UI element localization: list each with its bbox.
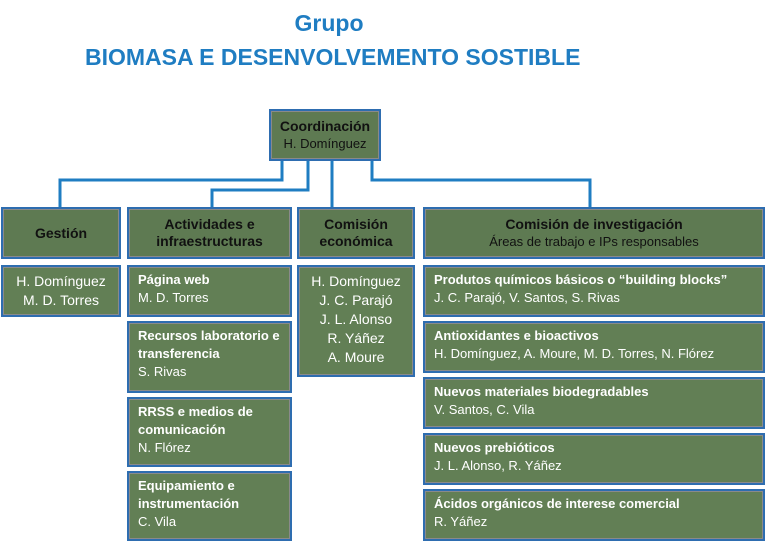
research-area-ips: R. Yáñez	[434, 514, 488, 529]
research-area-ips: H. Domínguez, A. Moure, M. D. Torres, N.…	[434, 346, 715, 361]
activity-responsible: M. D. Torres	[138, 290, 209, 305]
coordination-name: H. Domínguez	[283, 136, 367, 151]
activity-title: Equipamiento e instrumentación	[138, 478, 240, 511]
connector-gestion	[58, 158, 284, 210]
activity-item: Página web M. D. Torres	[127, 265, 292, 317]
activity-title: Página web	[138, 272, 210, 287]
research-area-title: Produtos químicos básicos o “building bl…	[434, 272, 728, 287]
research-area-ips: J. C. Parajó, V. Santos, S. Rivas	[434, 290, 620, 305]
economic-title: Comisión económica	[319, 216, 393, 249]
economic-members: H. Domínguez J. C. Parajó J. L. Alonso R…	[297, 265, 415, 377]
activity-title: RRSS e medios de comunicación	[138, 404, 253, 437]
coordination-title: Coordinación	[279, 118, 371, 134]
connector-research	[370, 158, 592, 210]
activity-item: Equipamiento e instrumentación C. Vila	[127, 471, 292, 541]
research-title: Comisión de investigación	[505, 216, 683, 232]
activity-item: Recursos laboratorio e transferencia S. …	[127, 321, 292, 393]
member-name: J. L. Alonso	[319, 311, 393, 327]
research-area-ips: J. L. Alonso, R. Yáñez	[434, 458, 562, 473]
activity-responsible: C. Vila	[138, 514, 177, 529]
member-name: H. Domínguez	[311, 273, 401, 289]
coordination-box: Coordinación H. Domínguez	[269, 109, 381, 161]
research-area: Nuevos materiales biodegradables V. Sant…	[423, 377, 765, 429]
member-name: M. D. Torres	[23, 292, 99, 308]
research-area-title: Ácidos orgánicos de interese comercial	[434, 496, 680, 511]
member-name: J. C. Parajó	[319, 292, 393, 308]
gestion-members: H. Domínguez M. D. Torres	[1, 265, 121, 317]
research-area-title: Nuevos prebióticos	[434, 440, 555, 455]
connector-activities	[210, 158, 310, 210]
activity-responsible: S. Rivas	[138, 364, 187, 379]
member-name: A. Moure	[327, 349, 385, 365]
research-header: Comisión de investigación Áreas de traba…	[423, 207, 765, 259]
research-area: Produtos químicos básicos o “building bl…	[423, 265, 765, 317]
member-name: H. Domínguez	[16, 273, 106, 289]
activities-header: Actividades e infraestructuras	[127, 207, 292, 259]
gestion-title: Gestión	[34, 225, 88, 241]
activities-title: Actividades e infraestructuras	[156, 216, 263, 249]
research-subtitle: Áreas de trabajo e IPs responsables	[489, 234, 699, 249]
member-name: R. Yáñez	[327, 330, 385, 346]
research-area-ips: V. Santos, C. Vila	[434, 402, 535, 417]
activity-item: RRSS e medios de comunicación N. Flórez	[127, 397, 292, 467]
economic-header: Comisión económica	[297, 207, 415, 259]
research-area: Nuevos prebióticos J. L. Alonso, R. Yáñe…	[423, 433, 765, 485]
gestion-header: Gestión	[1, 207, 121, 259]
activity-title: Recursos laboratorio e transferencia	[138, 328, 280, 361]
research-area: Ácidos orgánicos de interese comercial R…	[423, 489, 765, 541]
activity-responsible: N. Flórez	[138, 440, 191, 455]
research-area-title: Antioxidantes e bioactivos	[434, 328, 599, 343]
research-area-title: Nuevos materiales biodegradables	[434, 384, 649, 399]
diagram-title-line1: Grupo	[294, 10, 364, 36]
diagram-title-line2: BIOMASA E DESENVOLVEMENTO SOSTIBLE	[85, 44, 581, 70]
research-area: Antioxidantes e bioactivos H. Domínguez,…	[423, 321, 765, 373]
